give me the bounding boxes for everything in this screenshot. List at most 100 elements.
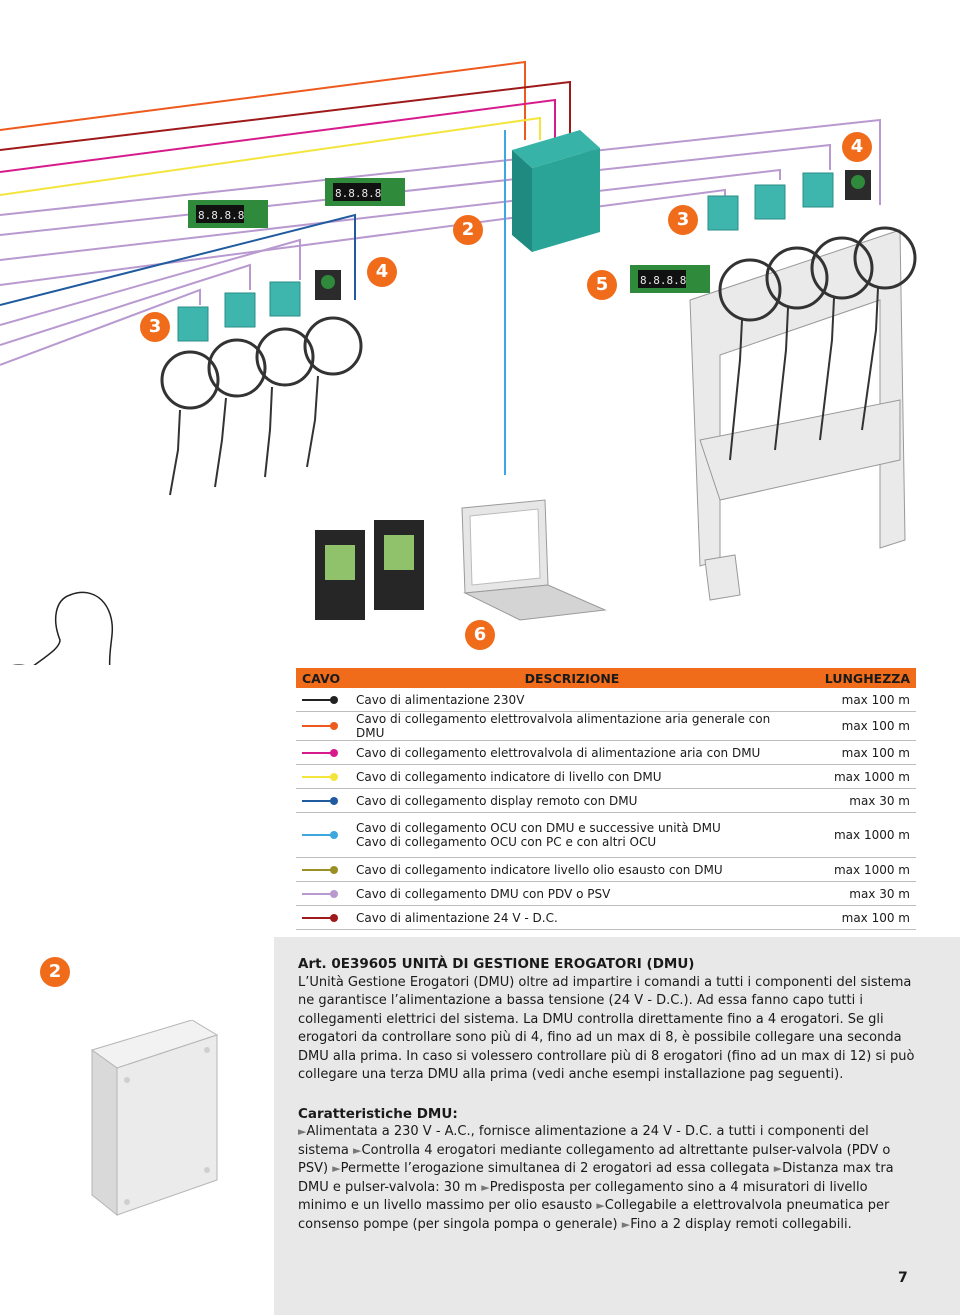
table-row: Cavo di collegamento elettrovalvola di a… xyxy=(296,740,916,765)
level-sensor-left xyxy=(315,270,341,300)
length-cell: max 30 m xyxy=(794,788,916,813)
pulser-valves-left xyxy=(177,281,301,342)
length-cell: max 100 m xyxy=(794,740,916,765)
badge-ocu: 6 xyxy=(465,620,495,650)
description-cell: Cavo di collegamento indicatore di livel… xyxy=(350,764,794,789)
table-row: Cavo di collegamento elettrovalvola alim… xyxy=(296,711,916,741)
description-cell: Cavo di collegamento OCU con DMU e succe… xyxy=(350,812,794,858)
badge-display: 5 xyxy=(587,270,617,300)
description-line-2: Cavo di collegamento OCU con PC e con al… xyxy=(356,835,657,849)
badge-reel-right: 3 xyxy=(668,205,698,235)
description-cell: Cavo di collegamento elettrovalvola alim… xyxy=(350,711,794,741)
length-cell: max 1000 m xyxy=(794,812,916,858)
dmu-enclosure-image xyxy=(90,1020,219,1217)
feature-item: Controlla 4 erogatori mediante collegame… xyxy=(298,1142,891,1177)
arrow-icon: ► xyxy=(481,1180,490,1194)
cable-color-cell xyxy=(296,764,350,789)
installation-diagram: 8.8.8.8 8.8.8.8 8.8.8.8 xyxy=(0,60,917,665)
feature-item: Fino a 2 display remoti collegabili. xyxy=(630,1216,852,1232)
header-length: LUNGHEZZA xyxy=(794,668,916,688)
pulser-valves-right xyxy=(707,172,834,231)
cable-lines xyxy=(0,60,881,475)
badge-dmu: 2 xyxy=(453,215,483,245)
arrow-icon: ► xyxy=(596,1199,605,1212)
article-title: Art. 0E39605 UNITÀ DI GESTIONE EROGATORI… xyxy=(298,956,695,972)
description-cell: Cavo di alimentazione 24 V - D.C. xyxy=(350,905,794,930)
dmu-box xyxy=(512,130,600,252)
arrow-icon: ► xyxy=(332,1162,341,1175)
table-row: Cavo di alimentazione 230V max 100 m xyxy=(296,688,916,712)
description-line-1: Cavo di collegamento OCU con DMU e succe… xyxy=(356,821,721,835)
level-sensor-right xyxy=(845,170,871,200)
table-row: Cavo di collegamento DMU con PDV o PSV m… xyxy=(296,881,916,906)
header-description: DESCRIZIONE xyxy=(350,668,794,688)
person-outline xyxy=(12,591,113,665)
length-cell: max 100 m xyxy=(794,711,916,741)
cable-plug-icon xyxy=(302,722,338,730)
arrow-icon: ► xyxy=(773,1162,783,1175)
features-list: ►Alimentata a 230 V - A.C., fornisce ali… xyxy=(298,1123,918,1234)
feature-item: Collegabile a elettrovalvola pneumatica … xyxy=(298,1198,890,1232)
cable-plug-icon xyxy=(302,748,338,757)
arrow-icon: ► xyxy=(298,1125,307,1138)
table-row: Cavo di collegamento indicatore livello … xyxy=(296,857,916,882)
length-cell: max 30 m xyxy=(794,881,916,906)
description-cell: Cavo di collegamento indicatore livello … xyxy=(350,857,794,882)
length-cell: max 1000 m xyxy=(794,857,916,882)
feature-item: Distanza max tra DMU e pulser-valvola: 3… xyxy=(298,1161,894,1195)
remote-display-left: 8.8.8.8 xyxy=(188,200,268,228)
cable-color-cell xyxy=(296,905,350,930)
badge-sensor-right: 4 xyxy=(842,132,872,162)
cable-color-cell xyxy=(296,688,350,712)
article-body: L’Unità Gestione Erogatori (DMU) oltre a… xyxy=(298,974,915,1083)
cable-plug-icon xyxy=(302,772,338,781)
svg-text:8.8.8.8: 8.8.8.8 xyxy=(335,187,381,200)
cable-plug-icon xyxy=(302,831,338,839)
remote-display-middle: 8.8.8.8 xyxy=(325,178,405,206)
arrow-icon: ► xyxy=(621,1217,631,1231)
description-cell: Cavo di collegamento elettrovalvola di a… xyxy=(350,740,794,765)
feature-item: Permette l’erogazione simultanea di 2 er… xyxy=(340,1161,770,1176)
cable-color-cell xyxy=(296,711,350,741)
cable-plug-icon xyxy=(302,865,338,874)
remote-display-right: 8.8.8.8 xyxy=(630,265,710,293)
laptop xyxy=(461,499,607,621)
cable-plug-icon xyxy=(302,913,338,922)
arrow-icon: ► xyxy=(353,1143,362,1157)
header-cable: CAVO xyxy=(296,668,350,688)
cable-plug-icon xyxy=(302,695,338,704)
article-text: Art. 0E39605 UNITÀ DI GESTIONE EROGATORI… xyxy=(298,955,918,1234)
feature-item: Predisposta per collegamento sino a 4 mi… xyxy=(298,1179,868,1214)
table-header-row: CAVO DESCRIZIONE LUNGHEZZA xyxy=(296,668,916,688)
length-cell: max 100 m xyxy=(794,688,916,712)
ocu-units xyxy=(315,520,424,620)
length-cell: max 100 m xyxy=(794,905,916,930)
table-row: Cavo di alimentazione 24 V - D.C. max 10… xyxy=(296,905,916,930)
description-cell: Cavo di collegamento DMU con PDV o PSV xyxy=(350,881,794,906)
badge-reel-left: 3 xyxy=(140,312,170,342)
section-badge: 2 xyxy=(40,957,70,987)
hose-reels-right xyxy=(718,226,917,461)
cable-color-cell xyxy=(296,740,350,765)
length-cell: max 1000 m xyxy=(794,764,916,789)
description-cell: Cavo di alimentazione 230V xyxy=(350,688,794,712)
table-row: Cavo di collegamento OCU con DMU e succe… xyxy=(296,812,916,858)
cable-plug-icon xyxy=(302,796,338,805)
cable-color-cell xyxy=(296,812,350,858)
cable-color-cell xyxy=(296,788,350,813)
table-row: Cavo di collegamento display remoto con … xyxy=(296,788,916,813)
cable-color-cell xyxy=(296,857,350,882)
cable-table: CAVO DESCRIZIONE LUNGHEZZA Cavo di alime… xyxy=(296,668,916,930)
svg-text:8.8.8.8: 8.8.8.8 xyxy=(198,209,244,222)
svg-text:8.8.8.8: 8.8.8.8 xyxy=(640,274,686,287)
grey-panel xyxy=(274,937,960,1315)
table-row: Cavo di collegamento indicatore di livel… xyxy=(296,764,916,789)
reel-rack xyxy=(689,229,906,601)
hose-reels-left xyxy=(160,316,363,496)
feature-item: Alimentata a 230 V - A.C., fornisce alim… xyxy=(298,1124,869,1158)
page-number: 7 xyxy=(898,1270,908,1286)
description-cell: Cavo di collegamento display remoto con … xyxy=(350,788,794,813)
badge-sensor-left: 4 xyxy=(367,257,397,287)
features-title: Caratteristiche DMU: xyxy=(298,1105,458,1122)
cable-plug-icon xyxy=(302,889,338,898)
